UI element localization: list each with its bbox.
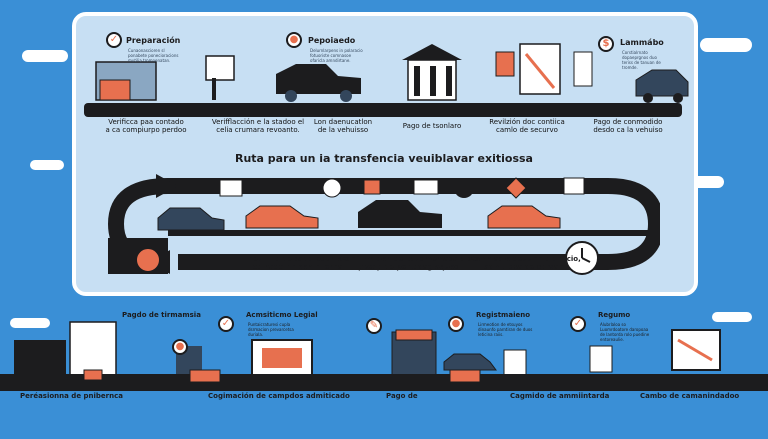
badge-icon: $	[598, 36, 614, 52]
badge-icon: ●	[172, 339, 188, 355]
step-desc: Lirmeotion de etsuyos dinaunfo parntiran…	[478, 322, 533, 337]
step-label: Acmsiticmo Legial	[246, 311, 318, 319]
badge-icon: ✓	[570, 316, 586, 332]
step-desc: Puntaicraturesi cupla dsrmacion prevarce…	[248, 322, 294, 337]
cloud	[700, 38, 752, 52]
top-caption: Verifflacción e la stadoo el celia cruma…	[211, 118, 305, 134]
cloud	[30, 160, 64, 170]
top-caption: Verificca paa contado a ca compiurpo per…	[105, 118, 187, 134]
bottom-scenes	[0, 321, 768, 385]
step-desc: Corstialrnato dopaeprgnos duo teriss de …	[622, 50, 661, 70]
footer-caption: Pago de	[386, 392, 418, 400]
step-label: Regumo	[598, 311, 631, 319]
footer-caption: Cambo de camanindadoo	[640, 392, 740, 400]
cloud	[712, 312, 752, 322]
top-scenes	[95, 43, 689, 103]
footer-caption: Peréasionna de pnibernca	[20, 392, 123, 400]
top-caption: Pago de conmodido desdo ca la vehuiso	[593, 118, 663, 134]
step-desc: Cunaonascioren sl ponabete ponecioracion…	[128, 48, 179, 63]
top-caption: Revilzión doc contiica camlo de securvo	[489, 118, 565, 134]
top-caption: Pago de tsonlaro	[402, 122, 462, 130]
badge-icon: ✎	[366, 318, 382, 334]
cloud	[22, 50, 68, 62]
badge-icon: ●	[448, 316, 464, 332]
step-desc: Delurnlarpens in polaracio fotuoriste co…	[310, 48, 363, 63]
mid-caption: Conffimacion de cavomemaoaialcta peesp d…	[340, 255, 480, 271]
top-road	[84, 103, 682, 117]
step-label: Registmaieno	[476, 311, 531, 319]
badge-icon: ✓	[218, 316, 234, 332]
mid-caption: Commaaio deuunnio omicio, admuldsa de so…	[469, 255, 581, 271]
footer-caption: Cogimación de campdos admiticado	[208, 392, 350, 400]
step-label: Pagdo de tirmamsia	[122, 311, 201, 319]
step-label: Preparación	[126, 36, 181, 45]
step-label: Pepoiaedo	[308, 36, 356, 45]
badge-icon: ●	[286, 32, 302, 48]
loop-road	[108, 174, 660, 275]
cloud	[10, 318, 50, 328]
badge-icon: ✓	[106, 32, 122, 48]
footer-caption: Cagmido de ammiintarda	[510, 392, 610, 400]
footer-road	[0, 383, 768, 391]
diagram-title: Ruta para un ia transfencia veuiblavar e…	[235, 152, 533, 165]
mid-caption: Pevinno de cado pqunlalo comado dn comni…	[248, 255, 350, 271]
step-desc: Alubrlaloa so Luomrdoatore daropoaa de l…	[600, 322, 650, 342]
step-label: Lammábo	[620, 38, 664, 47]
top-caption: Lon daenucatlon de la vehuisso	[313, 118, 373, 134]
